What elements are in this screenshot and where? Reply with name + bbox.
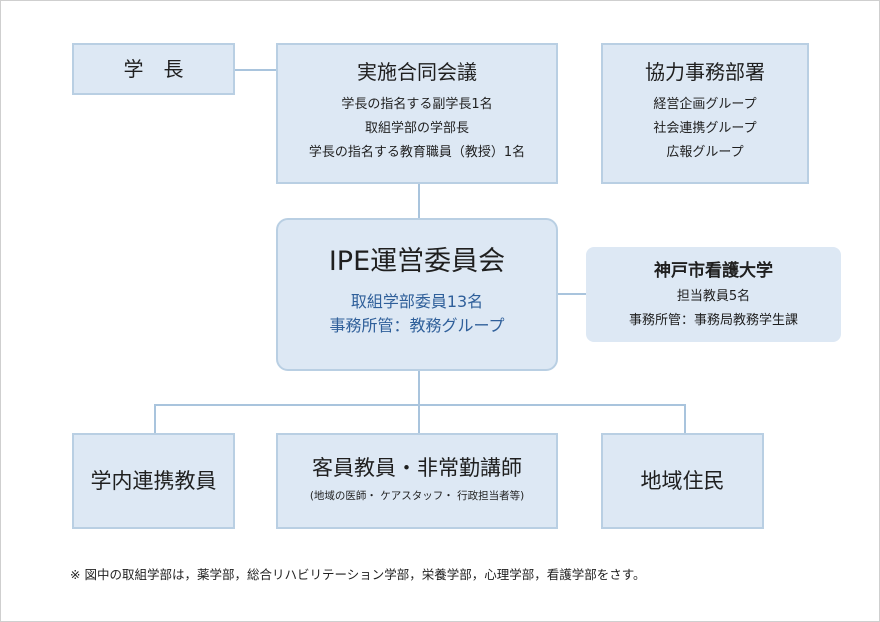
- cooperating-dept-item: 経営企画グループ: [653, 97, 757, 112]
- ipe-committee-title: IPE運営委員会: [328, 246, 506, 277]
- connector-bus-residents: [684, 404, 686, 434]
- cooperating-depts-box: 協力事務部署 経営企画グループ 社会連携グループ 広報グループ: [601, 43, 809, 184]
- cooperating-dept-item: 広報グループ: [666, 145, 744, 160]
- kobe-univ-office: 事務所管：事務局教務学生課: [628, 313, 798, 328]
- cooperating-depts-title: 協力事務部署: [645, 60, 765, 84]
- connector-horizontal-bus: [154, 404, 686, 406]
- kobe-univ-title: 神戸市看護大学: [654, 261, 773, 281]
- connector-president-council: [234, 69, 276, 71]
- footnote: ※ 図中の取組学部は，薬学部，総合リハビリテーション学部，栄養学部，心理学部，看…: [70, 567, 646, 582]
- connector-council-committee: [418, 184, 420, 218]
- connector-bus-internal: [154, 404, 156, 434]
- connector-bus-guest: [418, 404, 420, 434]
- guest-faculty-box: 客員教員・非常勤講師 (地域の医師・ ケアスタッフ・ 行政担当者等): [276, 433, 558, 529]
- residents-title: 地域住民: [640, 469, 725, 493]
- ipe-committee-members: 取組学部委員13名: [350, 292, 484, 311]
- internal-faculty-title: 学内連携教員: [90, 469, 217, 493]
- residents-box: 地域住民: [601, 433, 764, 529]
- internal-faculty-box: 学内連携教員: [72, 433, 235, 529]
- connector-committee-down: [418, 371, 420, 405]
- kobe-univ-faculty: 担当教員5名: [676, 289, 751, 304]
- joint-council-title: 実施合同会議: [357, 60, 477, 84]
- kobe-univ-box: 神戸市看護大学 担当教員5名 事務所管：事務局教務学生課: [586, 247, 841, 342]
- guest-faculty-title: 客員教員・非常勤講師: [312, 456, 522, 480]
- ipe-committee-box: IPE運営委員会 取組学部委員13名 事務所管：教務グループ: [276, 218, 558, 371]
- joint-council-box: 実施合同会議 学長の指名する副学長1名 取組学部の学部長 学長の指名する教育職員…: [276, 43, 558, 184]
- joint-council-member: 学長の指名する副学長1名: [341, 97, 493, 112]
- joint-council-member: 取組学部の学部長: [364, 121, 469, 136]
- joint-council-member: 学長の指名する教育職員（教授）1名: [308, 145, 526, 160]
- president-title: 学 長: [123, 57, 184, 81]
- ipe-committee-office: 事務所管：教務グループ: [329, 316, 505, 335]
- guest-faculty-note: (地域の医師・ ケアスタッフ・ 行政担当者等): [309, 490, 525, 502]
- connector-committee-kobe: [557, 293, 587, 295]
- president-box: 学 長: [72, 43, 235, 95]
- cooperating-dept-item: 社会連携グループ: [653, 121, 757, 136]
